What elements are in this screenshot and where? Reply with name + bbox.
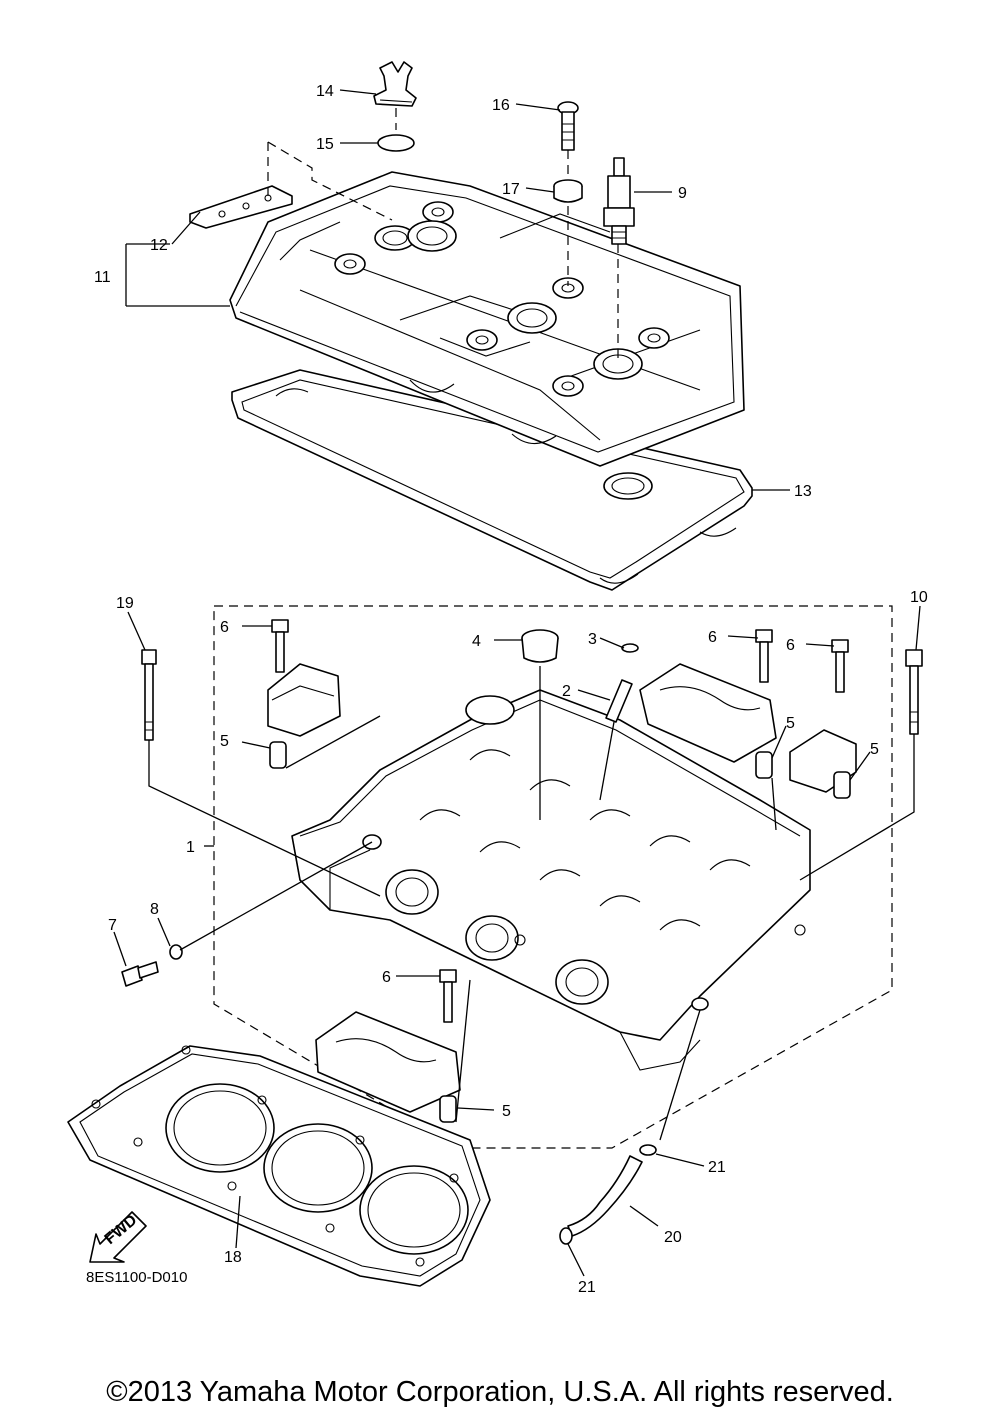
cam-cap-bolt xyxy=(831,639,849,693)
assembly-line xyxy=(659,1009,701,1141)
callout-4: 4 xyxy=(472,633,481,650)
callout-5: 5 xyxy=(870,741,879,758)
head-bolt-long xyxy=(905,649,923,735)
bracket-plate xyxy=(189,185,293,229)
copyright-notice: ©2013 Yamaha Motor Corporation, U.S.A. A… xyxy=(106,1376,894,1408)
callout-6: 6 xyxy=(786,637,795,654)
callout-6: 6 xyxy=(220,619,229,636)
callout-2: 2 xyxy=(562,683,571,700)
assembly-line xyxy=(179,841,373,951)
callout-15: 15 xyxy=(316,136,334,153)
drawing-code: 8ES1100-D010 xyxy=(86,1269,187,1286)
cam-cap-bolt xyxy=(439,969,457,1023)
callout-5: 5 xyxy=(786,715,795,732)
callout-12: 12 xyxy=(150,237,168,254)
callout-5: 5 xyxy=(502,1103,511,1120)
head-gasket xyxy=(67,1045,491,1287)
cover-bolt xyxy=(557,101,579,151)
callout-17: 17 xyxy=(502,181,520,198)
oil-filler-cap xyxy=(373,61,417,107)
assembly-line xyxy=(267,141,393,221)
callout-3: 3 xyxy=(588,631,597,648)
cam-cap-bolt xyxy=(755,629,773,683)
callout-10: 10 xyxy=(910,589,928,606)
assembly-line xyxy=(455,979,471,1123)
callout-9: 9 xyxy=(678,185,687,202)
cam-cap xyxy=(639,663,777,763)
callout-5: 5 xyxy=(220,733,229,750)
dowel-pin xyxy=(269,741,287,769)
forward-arrow-icon xyxy=(89,1211,147,1263)
assembly-line xyxy=(148,740,381,897)
cam-cap-bolt xyxy=(271,619,289,673)
head-bolt-long xyxy=(141,649,157,741)
assembly-line xyxy=(771,777,777,831)
valve-guide xyxy=(605,679,633,723)
assembly-line xyxy=(599,721,615,801)
callout-6: 6 xyxy=(708,629,717,646)
dowel-pin xyxy=(439,1095,457,1123)
callout-1: 1 xyxy=(186,839,195,856)
callout-16: 16 xyxy=(492,97,510,114)
callout-11: 11 xyxy=(94,269,111,286)
valve-cover-gasket xyxy=(231,369,753,591)
spark-plug xyxy=(603,157,635,245)
callout-20: 20 xyxy=(664,1229,682,1246)
assembly-line xyxy=(799,734,915,881)
callout-18: 18 xyxy=(224,1249,242,1266)
breather-hose xyxy=(567,1155,643,1237)
callout-7: 7 xyxy=(108,917,117,934)
dowel-pin xyxy=(833,771,851,799)
clip xyxy=(621,643,639,653)
callout-13: 13 xyxy=(794,483,812,500)
hose-clamp xyxy=(559,1227,573,1245)
assembly-line xyxy=(285,715,381,769)
callout-leaders xyxy=(113,89,921,1277)
callout-21: 21 xyxy=(578,1279,596,1296)
callout-14: 14 xyxy=(316,83,334,100)
hose-clamp xyxy=(639,1144,657,1156)
dowel-pin xyxy=(755,751,773,779)
grommet xyxy=(553,179,583,203)
callout-19: 19 xyxy=(116,595,134,612)
washer xyxy=(169,944,183,960)
callout-8: 8 xyxy=(150,901,159,918)
head-plug xyxy=(521,629,559,663)
callout-21: 21 xyxy=(708,1159,726,1176)
cylinder-head xyxy=(291,689,811,1071)
callout-6: 6 xyxy=(382,969,391,986)
o-ring xyxy=(377,134,415,152)
cam-cap xyxy=(315,1011,461,1113)
valve-cover xyxy=(229,171,745,467)
small-bolt xyxy=(121,961,159,987)
cam-cap xyxy=(267,663,341,737)
assembly-boundary xyxy=(213,605,893,1149)
